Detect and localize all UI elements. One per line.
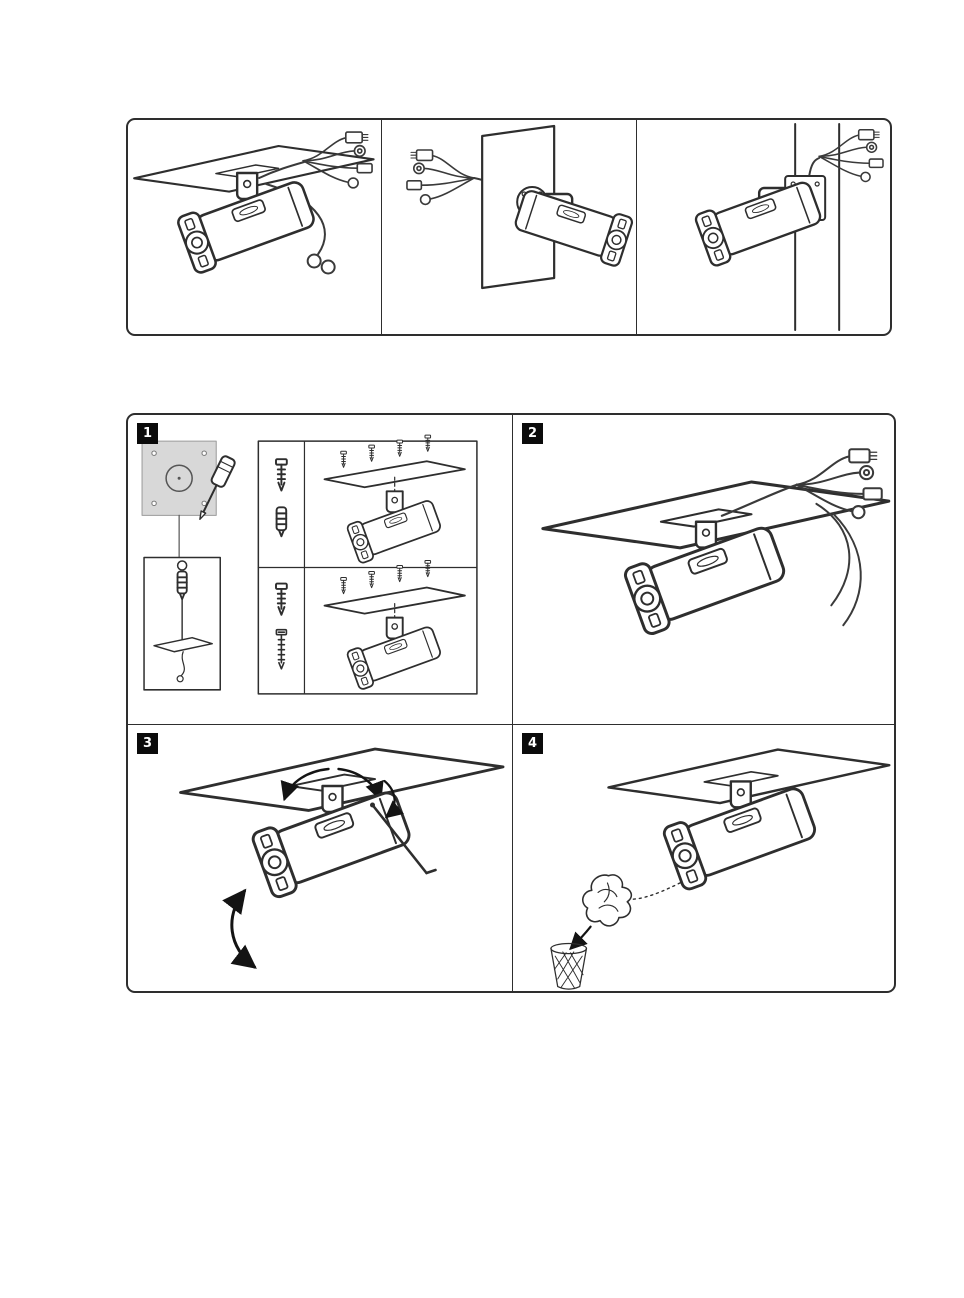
trash-basket-icon xyxy=(550,942,588,990)
hardware-icons-row2 xyxy=(275,582,288,670)
hardware-icons-row1 xyxy=(275,458,288,538)
pan-rotation-arrow xyxy=(280,767,330,802)
exploded-mount-row2 xyxy=(323,559,466,692)
wall-mount-illustration xyxy=(406,124,635,290)
connector-icon xyxy=(320,259,336,275)
step-1-illustration xyxy=(141,434,478,695)
panel-ceiling-mount xyxy=(128,120,381,334)
step-1-badge: 1 xyxy=(137,423,158,444)
assembly-diagram-box xyxy=(257,440,478,695)
step-2-badge: 2 xyxy=(522,423,543,444)
panel-pole-mount xyxy=(635,120,890,334)
cable xyxy=(807,157,820,177)
drill-template xyxy=(141,440,217,516)
mounting-overview-box xyxy=(126,118,892,336)
cable xyxy=(720,483,798,517)
cable-connectors-icon xyxy=(406,149,476,206)
cable-connectors-icon xyxy=(818,129,884,183)
step-4-cell: 4 xyxy=(513,725,894,991)
anchor-detail-box xyxy=(143,556,221,691)
step-3-cell: 3 xyxy=(128,725,513,991)
installation-steps-box: 1 xyxy=(126,413,896,993)
discard-arrow xyxy=(569,925,592,951)
bullet-camera xyxy=(692,174,826,269)
panel-wall-mount xyxy=(381,120,635,334)
ceiling-mount-illustration xyxy=(133,131,375,276)
hex-key-tool-icon xyxy=(370,802,437,875)
step-1-cell: 1 xyxy=(128,415,513,725)
exploded-mount-row1 xyxy=(323,434,466,565)
tilt-adjust-arrow xyxy=(222,888,257,969)
drill-tool-icon xyxy=(199,455,236,520)
peel-path-dotted-line xyxy=(623,882,681,900)
step-2-cell: 2 xyxy=(513,415,894,725)
pole-mount-illustration xyxy=(692,123,884,331)
loosen-arrow xyxy=(383,779,404,819)
protective-film-icon xyxy=(581,874,633,927)
connector-icon xyxy=(306,253,322,269)
step-3-badge: 3 xyxy=(137,733,158,754)
cable xyxy=(832,512,862,627)
cable xyxy=(258,161,306,179)
step-3-illustration xyxy=(179,747,505,969)
cable xyxy=(815,502,851,607)
step-4-badge: 4 xyxy=(522,733,543,754)
step-4-illustration xyxy=(550,748,891,990)
step-2-illustration xyxy=(541,448,891,638)
